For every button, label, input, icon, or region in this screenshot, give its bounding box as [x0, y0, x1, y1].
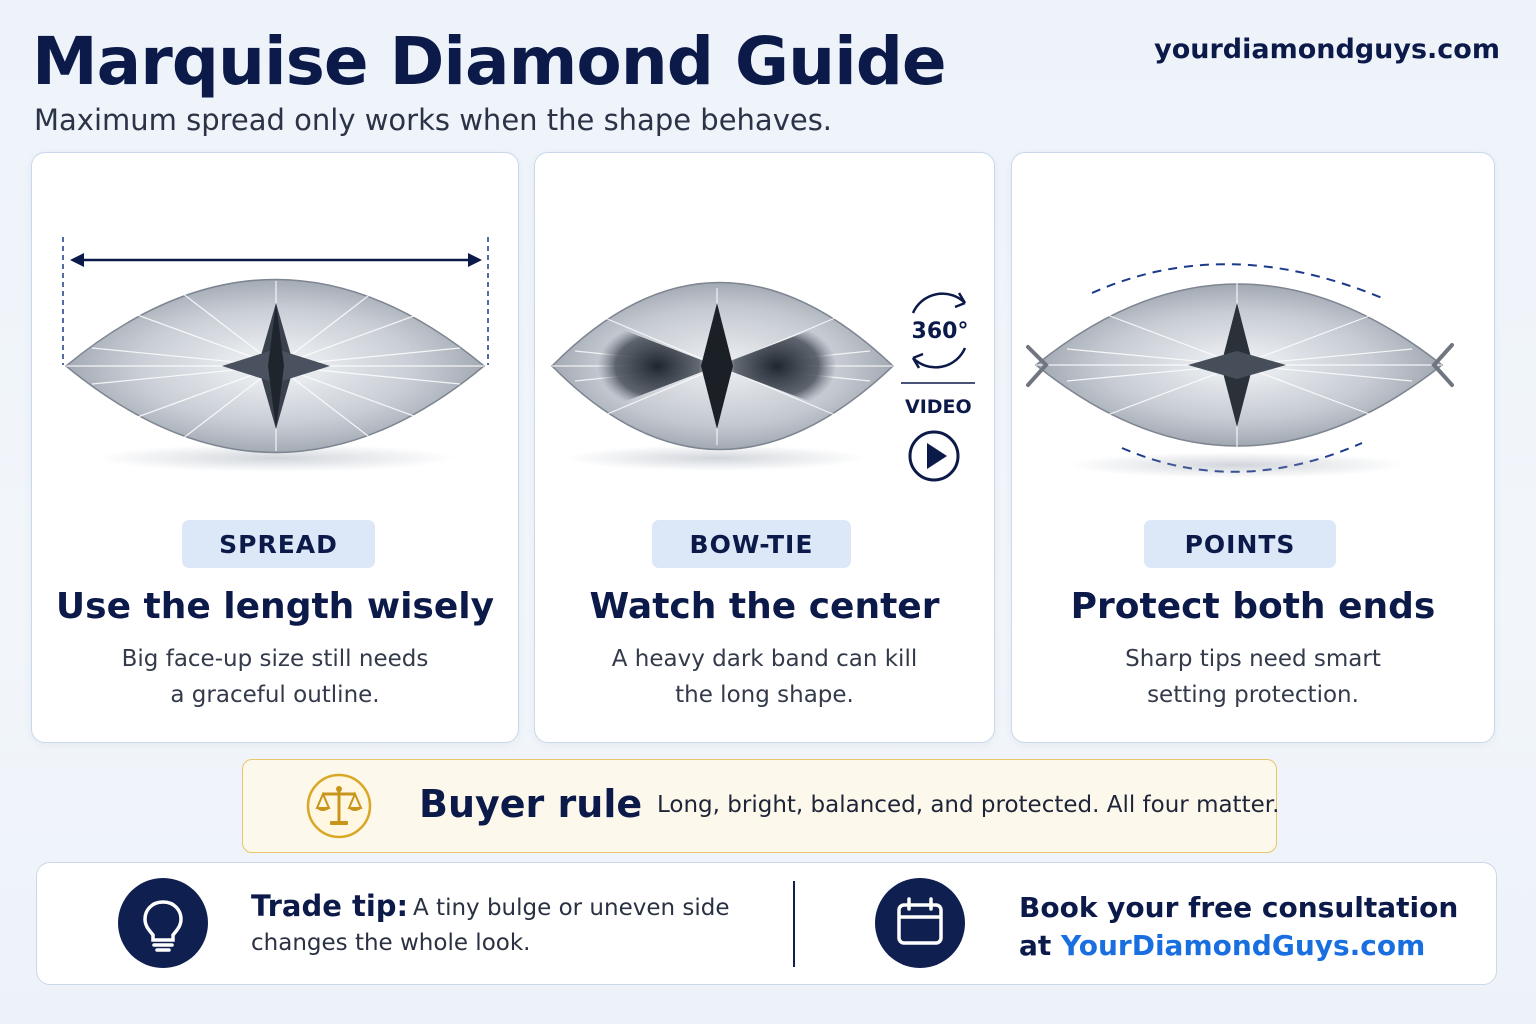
- marquise-diamond-spread-image: [62, 237, 489, 472]
- consultation-cta[interactable]: Book your free consultation: [1019, 891, 1459, 924]
- trade-tip-text: A tiny bulge or uneven side: [413, 895, 730, 921]
- card-bow-tie: 360° VIDEO BOW-TIE Watch the center A he…: [534, 152, 995, 743]
- marquise-diamond-points-image: [1026, 263, 1454, 478]
- card-points: POINTS Protect both ends Sharp tips need…: [1011, 152, 1495, 743]
- card-body: Sharp tips need smart setting protection…: [1125, 646, 1381, 708]
- rotate-360-label: 360°: [912, 319, 969, 344]
- consultation-at-label: at: [1019, 929, 1052, 962]
- tag-bow-tie: BOW-TIE: [652, 520, 851, 568]
- card-spread: SPREAD Use the length wisely Big face-up…: [31, 152, 519, 743]
- page-subtitle: Maximum spread only works when the shape…: [34, 103, 833, 137]
- consultation-cta-link-line: at YourDiamondGuys.com: [1019, 929, 1425, 962]
- tag-points: POINTS: [1144, 520, 1336, 568]
- prong-left-icon: [1026, 345, 1049, 387]
- brand-link[interactable]: yourdiamondguys.com: [1154, 34, 1500, 65]
- trade-tip-label: Trade tip:: [251, 889, 409, 923]
- buyer-rule-banner: Buyer rule Long, bright, balanced, and p…: [242, 759, 1280, 853]
- scales-icon: [306, 773, 372, 839]
- marquise-diamond-bowtie-image: 360°: [550, 281, 975, 482]
- video-label[interactable]: VIDEO: [905, 396, 972, 418]
- page-title: Marquise Diamond Guide: [32, 23, 947, 100]
- tag-spread: SPREAD: [182, 520, 375, 568]
- rotate-360-icon: [911, 292, 967, 369]
- prong-right-icon: [1431, 343, 1454, 387]
- card-body: A heavy dark band can kill the long shap…: [611, 646, 918, 708]
- card-heading: Use the length wisely: [55, 586, 495, 627]
- buyer-rule-text: Long, bright, balanced, and protected. A…: [657, 792, 1280, 818]
- card-body: Big face-up size still needs a graceful …: [121, 646, 429, 708]
- trade-tip-text-cont: changes the whole look.: [251, 930, 531, 956]
- consultation-link[interactable]: YourDiamondGuys.com: [1061, 929, 1426, 962]
- buyer-rule-title: Buyer rule: [419, 782, 643, 826]
- play-icon: [908, 430, 960, 482]
- calendar-icon: [875, 878, 965, 968]
- card-heading: Watch the center: [589, 586, 940, 627]
- footer-divider: [793, 881, 795, 967]
- footer-bar: Trade tip: A tiny bulge or uneven side c…: [36, 862, 1497, 985]
- lightbulb-icon: [118, 878, 208, 968]
- card-heading: Protect both ends: [1070, 586, 1436, 627]
